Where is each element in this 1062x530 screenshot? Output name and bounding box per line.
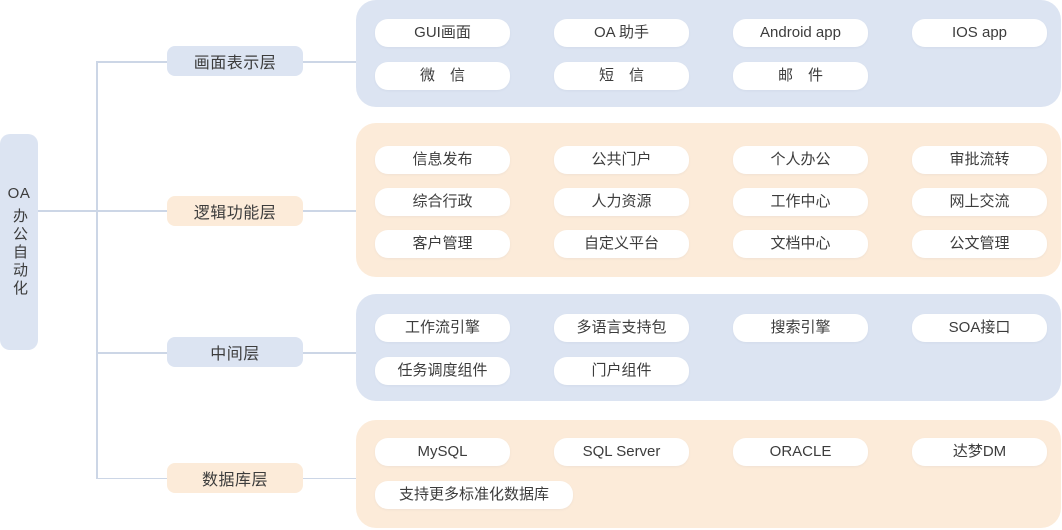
layer-label-logic: 逻辑功能层 xyxy=(167,196,303,226)
node-oa-assistant: OA 助手 xyxy=(554,19,689,47)
connector-trunk xyxy=(96,61,98,479)
node-approval-flow: 审批流转 xyxy=(912,146,1047,174)
node-search-engine: 搜索引擎 xyxy=(733,314,868,342)
node-hr: 人力资源 xyxy=(554,188,689,216)
panel-database-layer: MySQL SQL Server ORACLE 达梦DM 支持更多标准化数据库 xyxy=(356,420,1061,528)
node-work-center: 工作中心 xyxy=(733,188,868,216)
connector-layer-3-to-panel xyxy=(303,352,356,354)
node-official-doc-mgmt: 公文管理 xyxy=(912,230,1047,258)
node-wechat: 微 信 xyxy=(375,62,510,90)
panel-logic-layer: 信息发布 公共门户 个人办公 审批流转 综合行政 人力资源 工作中心 网上交流 … xyxy=(356,123,1061,277)
node-workflow-engine: 工作流引擎 xyxy=(375,314,510,342)
node-mysql: MySQL xyxy=(375,438,510,466)
connector-layer-1-to-panel xyxy=(303,61,356,63)
root-node-oa: OA 办公自动化 xyxy=(0,134,38,350)
root-label-vertical: 办公自动化 xyxy=(11,208,28,298)
node-oracle: ORACLE xyxy=(733,438,868,466)
panel-presentation-layer: GUI画面 OA 助手 Android app IOS app 微 信 短 信 … xyxy=(356,0,1061,107)
node-online-communication: 网上交流 xyxy=(912,188,1047,216)
node-soa-interface: SOA接口 xyxy=(912,314,1047,342)
node-dameng-dm: 达梦DM xyxy=(912,438,1047,466)
layer-label-database: 数据库层 xyxy=(167,463,303,493)
node-more-standard-databases: 支持更多标准化数据库 xyxy=(375,481,573,509)
node-admin-affairs: 综合行政 xyxy=(375,188,510,216)
node-custom-platform: 自定义平台 xyxy=(554,230,689,258)
node-customer-mgmt: 客户管理 xyxy=(375,230,510,258)
root-label-oa: OA xyxy=(7,185,31,202)
node-public-portal: 公共门户 xyxy=(554,146,689,174)
connector-root-to-layer-2 xyxy=(38,210,167,212)
node-personal-office: 个人办公 xyxy=(733,146,868,174)
node-gui: GUI画面 xyxy=(375,19,510,47)
connector-trunk-to-layer-3 xyxy=(96,352,167,354)
node-email: 邮 件 xyxy=(733,62,868,90)
layer-label-middleware: 中间层 xyxy=(167,337,303,367)
connector-layer-2-to-panel xyxy=(303,210,356,212)
node-task-scheduler: 任务调度组件 xyxy=(375,357,510,385)
node-sms: 短 信 xyxy=(554,62,689,90)
node-sql-server: SQL Server xyxy=(554,438,689,466)
node-android-app: Android app xyxy=(733,19,868,47)
node-info-publish: 信息发布 xyxy=(375,146,510,174)
node-document-center: 文档中心 xyxy=(733,230,868,258)
connector-layer-4-to-panel xyxy=(303,477,356,479)
node-ios-app: IOS app xyxy=(912,19,1047,47)
node-portal-component: 门户组件 xyxy=(554,357,689,385)
layer-label-presentation: 画面表示层 xyxy=(167,46,303,76)
node-multilang-pack: 多语言支持包 xyxy=(554,314,689,342)
connector-trunk-to-layer-1 xyxy=(96,61,167,63)
panel-middleware-layer: 工作流引擎 多语言支持包 搜索引擎 SOA接口 任务调度组件 门户组件 xyxy=(356,294,1061,401)
connector-trunk-to-layer-4 xyxy=(96,477,167,479)
